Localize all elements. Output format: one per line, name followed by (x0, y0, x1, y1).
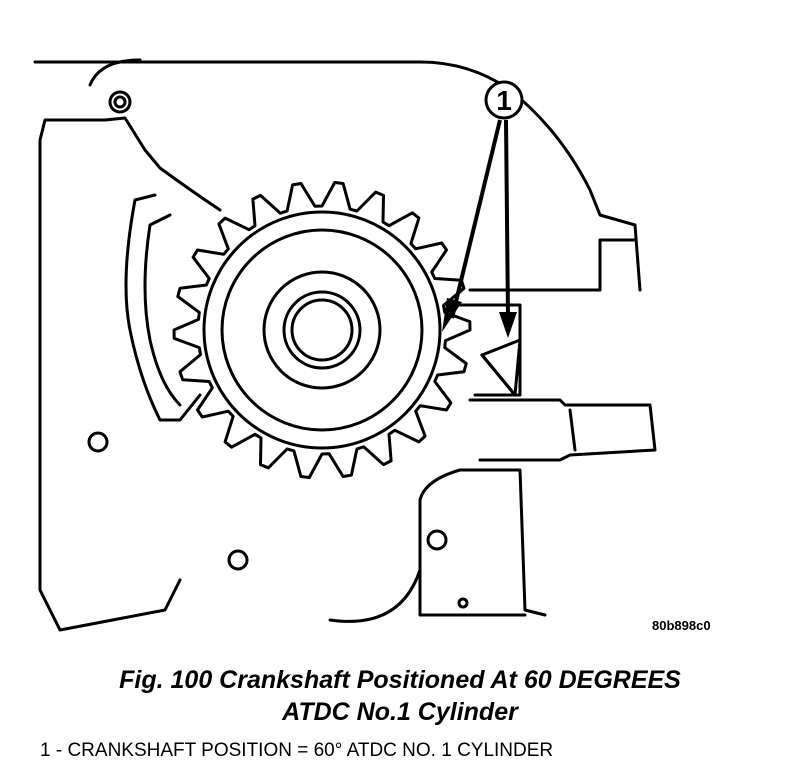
crankshaft-sprocket (172, 181, 472, 479)
engine-block-outline (33, 60, 642, 292)
crankshaft-diagram: 1 (33, 58, 657, 632)
callout-arrowhead-1 (442, 298, 462, 332)
left-guard-inner (143, 213, 182, 407)
callout-circle (484, 80, 524, 120)
block-side-wall (418, 498, 527, 617)
callout-arrow-1 (450, 119, 502, 319)
cover-top-edge (88, 58, 142, 87)
crankshaft-bore (290, 298, 354, 362)
sensor-tip-line (480, 353, 517, 397)
figure-caption: Fig. 100 Crankshaft Positioned At 60 DEG… (0, 664, 800, 728)
bolt-hole-left (87, 431, 109, 453)
right-bracket (468, 238, 637, 292)
caption-line-1: Fig. 100 Crankshaft Positioned At 60 DEG… (119, 666, 681, 694)
bolt-hole-bottom-right (426, 529, 448, 551)
cover-inner-ridge (103, 116, 222, 212)
bolt-hole-top (108, 90, 132, 114)
left-guard (124, 193, 202, 422)
callout-arrow-2 (504, 119, 510, 319)
sprocket-hub-ring (220, 228, 424, 432)
caption-line-2: ATDC No.1 Cylinder (282, 698, 518, 726)
sprocket-bore-ring (262, 270, 382, 390)
block-lower-section (328, 468, 547, 623)
image-code: 80b898c0 (652, 618, 711, 633)
cover-left-edge (38, 118, 182, 632)
bolt-hole-bottom-left (227, 549, 249, 571)
sensor-tip (480, 338, 522, 397)
crankshaft-nose (282, 290, 362, 370)
sensor-body-edge (568, 408, 577, 452)
bolt-hole-top-inner (113, 95, 127, 109)
callout-arrowhead-2 (499, 312, 517, 338)
callout-group: 1 (442, 80, 524, 338)
small-hole (457, 597, 469, 609)
crank-sensor-housing (468, 398, 657, 462)
callout-number: 1 (496, 85, 512, 116)
legend-item: 1 - CRANKSHAFT POSITION = 60° ATDC NO. 1… (40, 740, 554, 761)
sprocket-hub-outer (202, 210, 442, 450)
